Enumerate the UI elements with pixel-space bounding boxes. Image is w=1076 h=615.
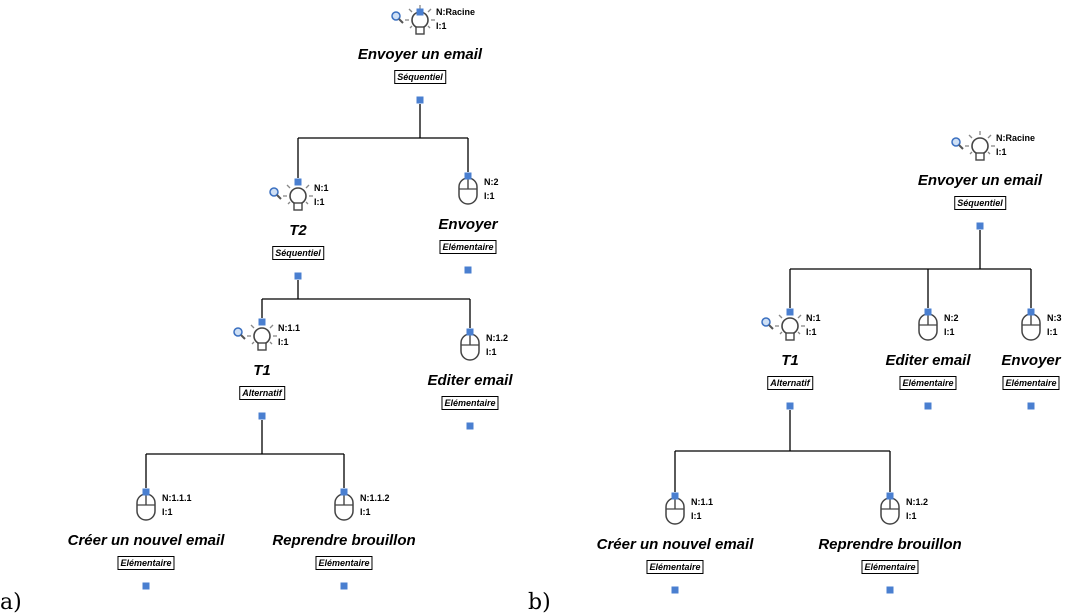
panel-b-label: b) [528,590,551,615]
node-number-label: N:Racine [436,7,476,17]
bottom-port[interactable] [466,422,474,430]
operator-box[interactable]: Séquentiel [954,196,1006,210]
top-port[interactable] [466,328,474,336]
operator-box[interactable]: Alternatif [239,386,285,400]
bottom-port[interactable] [976,222,984,230]
bottom-port[interactable] [886,586,894,594]
bottom-port[interactable] [258,412,266,420]
top-port[interactable] [924,308,932,316]
task-name-label[interactable]: Envoyer un email [357,46,483,63]
node-iteration-label: I:1 [360,507,371,517]
task-name-label[interactable]: Editer email [885,352,971,369]
top-port[interactable] [416,10,424,13]
mouse-icon [665,497,685,525]
task-name-label[interactable]: T2 [289,222,307,239]
top-port[interactable] [258,318,266,326]
node-number-label: N:1.2 [906,497,929,507]
operator-box[interactable]: Elémentaire [315,556,373,570]
mouse-icon [460,333,480,361]
bottom-port[interactable] [1027,402,1035,410]
node-number-label: N:1.1 [278,323,301,333]
task-name-label[interactable]: Créer un nouvel email [67,532,225,549]
bottom-port[interactable] [294,272,302,280]
operator-box[interactable]: Elémentaire [861,560,919,574]
mouse-icon [458,177,478,205]
mouse-icon [880,497,900,525]
bottom-port[interactable] [924,402,932,410]
operator-box[interactable]: Elémentaire [439,240,497,254]
node-number-label: N:3 [1047,313,1062,323]
bottom-port[interactable] [416,96,424,104]
node-iteration-label: I:1 [162,507,173,517]
magnifier-icon[interactable] [391,11,404,24]
operator-box[interactable]: Elémentaire [441,396,499,410]
node-iteration-label: I:1 [996,147,1007,157]
operator-box[interactable]: Alternatif [767,376,813,390]
bottom-port[interactable] [786,402,794,410]
node-iteration-label: I:1 [484,191,495,201]
node-number-label: N:Racine [996,133,1036,143]
lightbulb-icon [405,5,435,35]
task-name-label[interactable]: Créer un nouvel email [596,536,754,553]
node-iteration-label: I:1 [1047,327,1058,337]
task-name-label[interactable]: T1 [781,352,799,369]
task-name-label[interactable]: Reprendre brouillon [818,536,962,553]
node-iteration-label: I:1 [691,511,702,521]
node-number-label: N:1 [806,313,821,323]
node-number-label: N:1.2 [486,333,509,343]
magnifier-icon[interactable] [761,317,774,330]
node-iteration-label: I:1 [806,327,817,337]
panel-a-label: a) [0,590,22,615]
top-port[interactable] [142,488,150,496]
node-number-label: N:2 [484,177,499,187]
operator-box[interactable]: Elémentaire [899,376,957,390]
magnifier-icon[interactable] [269,187,282,200]
top-port[interactable] [886,492,894,500]
node-iteration-label: I:1 [944,327,955,337]
mouse-icon [918,313,938,341]
mouse-icon [136,493,156,521]
node-number-label: N:1.1.1 [162,493,192,503]
lightbulb-icon [775,311,805,341]
operator-box[interactable]: Elémentaire [646,560,704,574]
task-name-label[interactable]: Envoyer [1001,352,1061,369]
operator-box[interactable]: Séquentiel [272,246,324,260]
top-port[interactable] [294,178,302,186]
operator-box[interactable]: Elémentaire [1002,376,1060,390]
node-number-label: N:1.1 [691,497,714,507]
bottom-port[interactable] [464,266,472,274]
operator-box[interactable]: Elémentaire [117,556,175,570]
node-iteration-label: I:1 [436,21,447,31]
task-name-label[interactable]: T1 [253,362,271,379]
operator-box[interactable]: Séquentiel [394,70,446,84]
top-port[interactable] [671,492,679,500]
lightbulb-icon [965,131,995,161]
node-number-label: N:2 [944,313,959,323]
task-name-label[interactable]: Envoyer [438,216,498,233]
node-number-label: N:1.1.2 [360,493,390,503]
task-name-label[interactable]: Envoyer un email [917,172,1043,189]
node-iteration-label: I:1 [278,337,289,347]
top-port[interactable] [340,488,348,496]
task-name-label[interactable]: Editer email [427,372,513,389]
mouse-icon [1021,313,1041,341]
task-name-label[interactable]: Reprendre brouillon [272,532,416,549]
node-iteration-label: I:1 [314,197,325,207]
magnifier-icon[interactable] [951,137,964,150]
node-iteration-label: I:1 [906,511,917,521]
magnifier-icon[interactable] [233,327,246,340]
node-number-label: N:1 [314,183,329,193]
bottom-port[interactable] [671,586,679,594]
bottom-port[interactable] [142,582,150,590]
node-iteration-label: I:1 [486,347,497,357]
top-port[interactable] [1027,308,1035,316]
top-port[interactable] [464,172,472,180]
top-port[interactable] [786,308,794,316]
mouse-icon [334,493,354,521]
bottom-port[interactable] [340,582,348,590]
